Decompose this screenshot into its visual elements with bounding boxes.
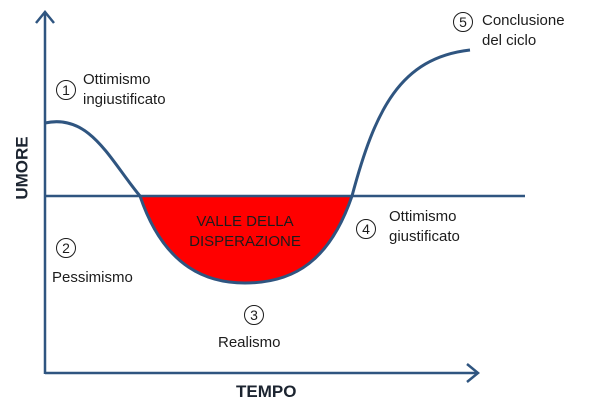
stage-1-line-1: Ottimismo	[83, 71, 151, 88]
stage-2-number: 2	[56, 238, 76, 258]
valley-fill	[140, 196, 352, 283]
mood-curve	[44, 48, 471, 285]
stage-3-number: 3	[244, 305, 264, 325]
stage-4-line-1: Ottimismo	[389, 208, 457, 225]
x-axis-arrow-icon	[466, 363, 480, 383]
stage-3-label: Realismo	[218, 334, 281, 351]
stage-4-label: Ottimismo giustificato	[389, 207, 460, 247]
stage-1-number: 1	[56, 80, 76, 100]
y-axis-label: UMORE	[12, 136, 32, 200]
stage-2-label: Pessimismo	[52, 269, 133, 286]
valley-label: VALLE DELLA DISPERAZIONE	[165, 212, 325, 252]
stage-5-label: Conclusione del ciclo	[482, 11, 565, 51]
y-axis-arrow-icon	[35, 10, 55, 24]
valley-line-2: DISPERAZIONE	[189, 233, 301, 250]
valley-line-1: VALLE DELLA	[196, 213, 294, 230]
stage-1-line-2: ingiustificato	[83, 91, 166, 108]
x-axis-label: TEMPO	[236, 382, 297, 401]
stage-5-number: 5	[453, 12, 473, 32]
stage-4-number: 4	[356, 219, 376, 239]
stage-4-line-2: giustificato	[389, 228, 460, 245]
stage-1-label: Ottimismo ingiustificato	[83, 70, 166, 110]
stage-5-line-2: del ciclo	[482, 32, 537, 49]
stage-5-line-1: Conclusione	[482, 12, 565, 29]
